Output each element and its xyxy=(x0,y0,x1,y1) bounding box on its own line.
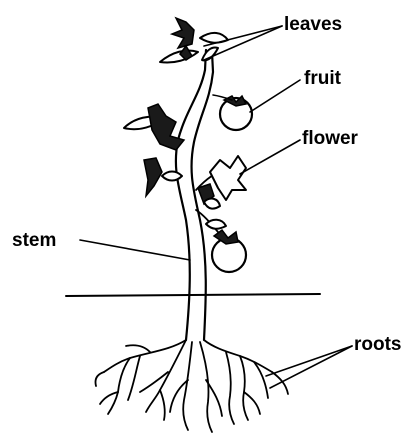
fruit-pointer xyxy=(250,80,300,112)
middle-leaves-drawing xyxy=(124,104,184,196)
fruit-label: fruit xyxy=(304,68,342,89)
top-leaves-drawing xyxy=(160,18,228,63)
stem-label: stem xyxy=(12,230,56,251)
flower-drawing xyxy=(198,156,246,209)
flower-label: flower xyxy=(302,128,359,149)
upper-fruit-drawing xyxy=(213,95,252,130)
ground-line xyxy=(66,294,320,296)
roots-drawing xyxy=(95,340,288,432)
roots-pointer-1 xyxy=(266,346,352,376)
flower-pointer xyxy=(240,140,300,174)
lower-fruit-drawing xyxy=(206,220,246,272)
stem-pointer xyxy=(80,240,190,260)
leaves-label: leaves xyxy=(284,14,342,35)
roots-pointer-2 xyxy=(270,346,352,388)
roots-label: roots xyxy=(354,334,402,355)
